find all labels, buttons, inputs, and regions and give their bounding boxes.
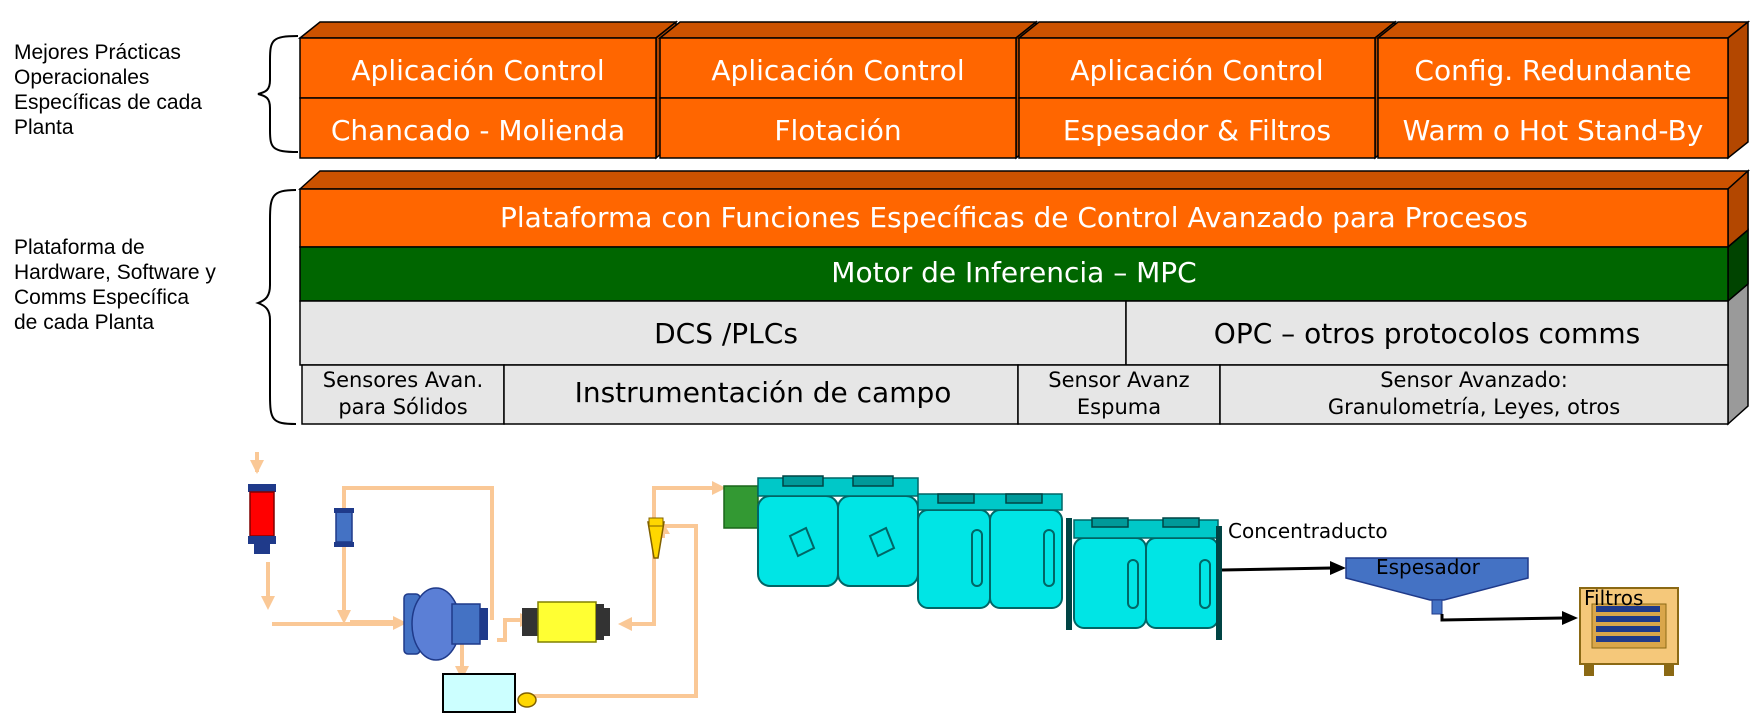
opc-protocols: OPC – otros protocolos comms [1214,317,1640,350]
app-block-chancado: Aplicación Control Chancado - Molienda [297,20,679,160]
app-block-redundante: Config. Redundante Warm o Hot Stand-By [1375,20,1751,160]
thickener-icon: Espesador [1345,555,1529,615]
field-instrumentation: Instrumentación de campo [575,376,952,409]
inference-engine: Motor de Inferencia – MPC [831,256,1196,289]
app-block-line1: Aplicación Control [351,54,604,87]
small-pump-icon [334,508,354,547]
thickener-to-filter-line [1440,611,1578,625]
sensor-foam-line1: Sensor Avanz [1048,368,1189,392]
concentrate-line: Concentraducto [1221,519,1388,575]
dcs-plcs: DCS /PLCs [654,317,798,350]
app-block-espesador: Aplicación Control Espesador & Filtros [1016,20,1398,160]
concentrate-label: Concentraducto [1228,519,1388,543]
pipe-arrows [250,460,726,680]
brace-bottom [255,189,297,425]
thickener-label: Espesador [1376,555,1481,579]
app-block-line2: Espesador & Filtros [1063,114,1331,147]
platform-functions: Plataforma con Funciones Específicas de … [500,201,1528,234]
ball-mill-icon [522,601,610,643]
filters-label: Filtros [1584,586,1643,610]
app-block-line1: Aplicación Control [711,54,964,87]
sag-mill-icon [403,587,488,661]
sensor-advanced-line2: Granulometría, Leyes, otros [1328,395,1620,419]
flotation-cells [757,475,1222,640]
slurry-pipes [255,452,716,698]
app-block-line2: Flotación [774,114,901,147]
label-platform: Plataforma de Hardware, Software y Comms… [14,236,216,334]
sump-tank-icon [442,673,537,713]
brace-top [257,35,299,153]
flotation-feed-box [723,485,759,529]
label-best-practices: Mejores Prácticas Operacionales Específi… [14,41,202,139]
sensor-foam-line2: Espuma [1077,395,1161,419]
app-block-line2: Chancado - Molienda [331,114,625,147]
app-block-line1: Config. Redundante [1414,54,1691,87]
sensor-solids-line2: para Sólidos [338,395,467,419]
crusher-icon [248,484,276,554]
filters-icon: Filtros [1579,586,1679,676]
cyclone-icon [647,517,665,559]
app-block-line2: Warm o Hot Stand-By [1403,114,1704,147]
app-block-line1: Aplicación Control [1070,54,1323,87]
sensor-solids-line1: Sensores Avan. [323,368,483,392]
app-block-flotacion: Aplicación Control Flotación [657,20,1039,160]
platform-stack: Plataforma con Funciones Específicas de … [298,169,1750,426]
sensor-advanced-line1: Sensor Avanzado: [1380,368,1568,392]
